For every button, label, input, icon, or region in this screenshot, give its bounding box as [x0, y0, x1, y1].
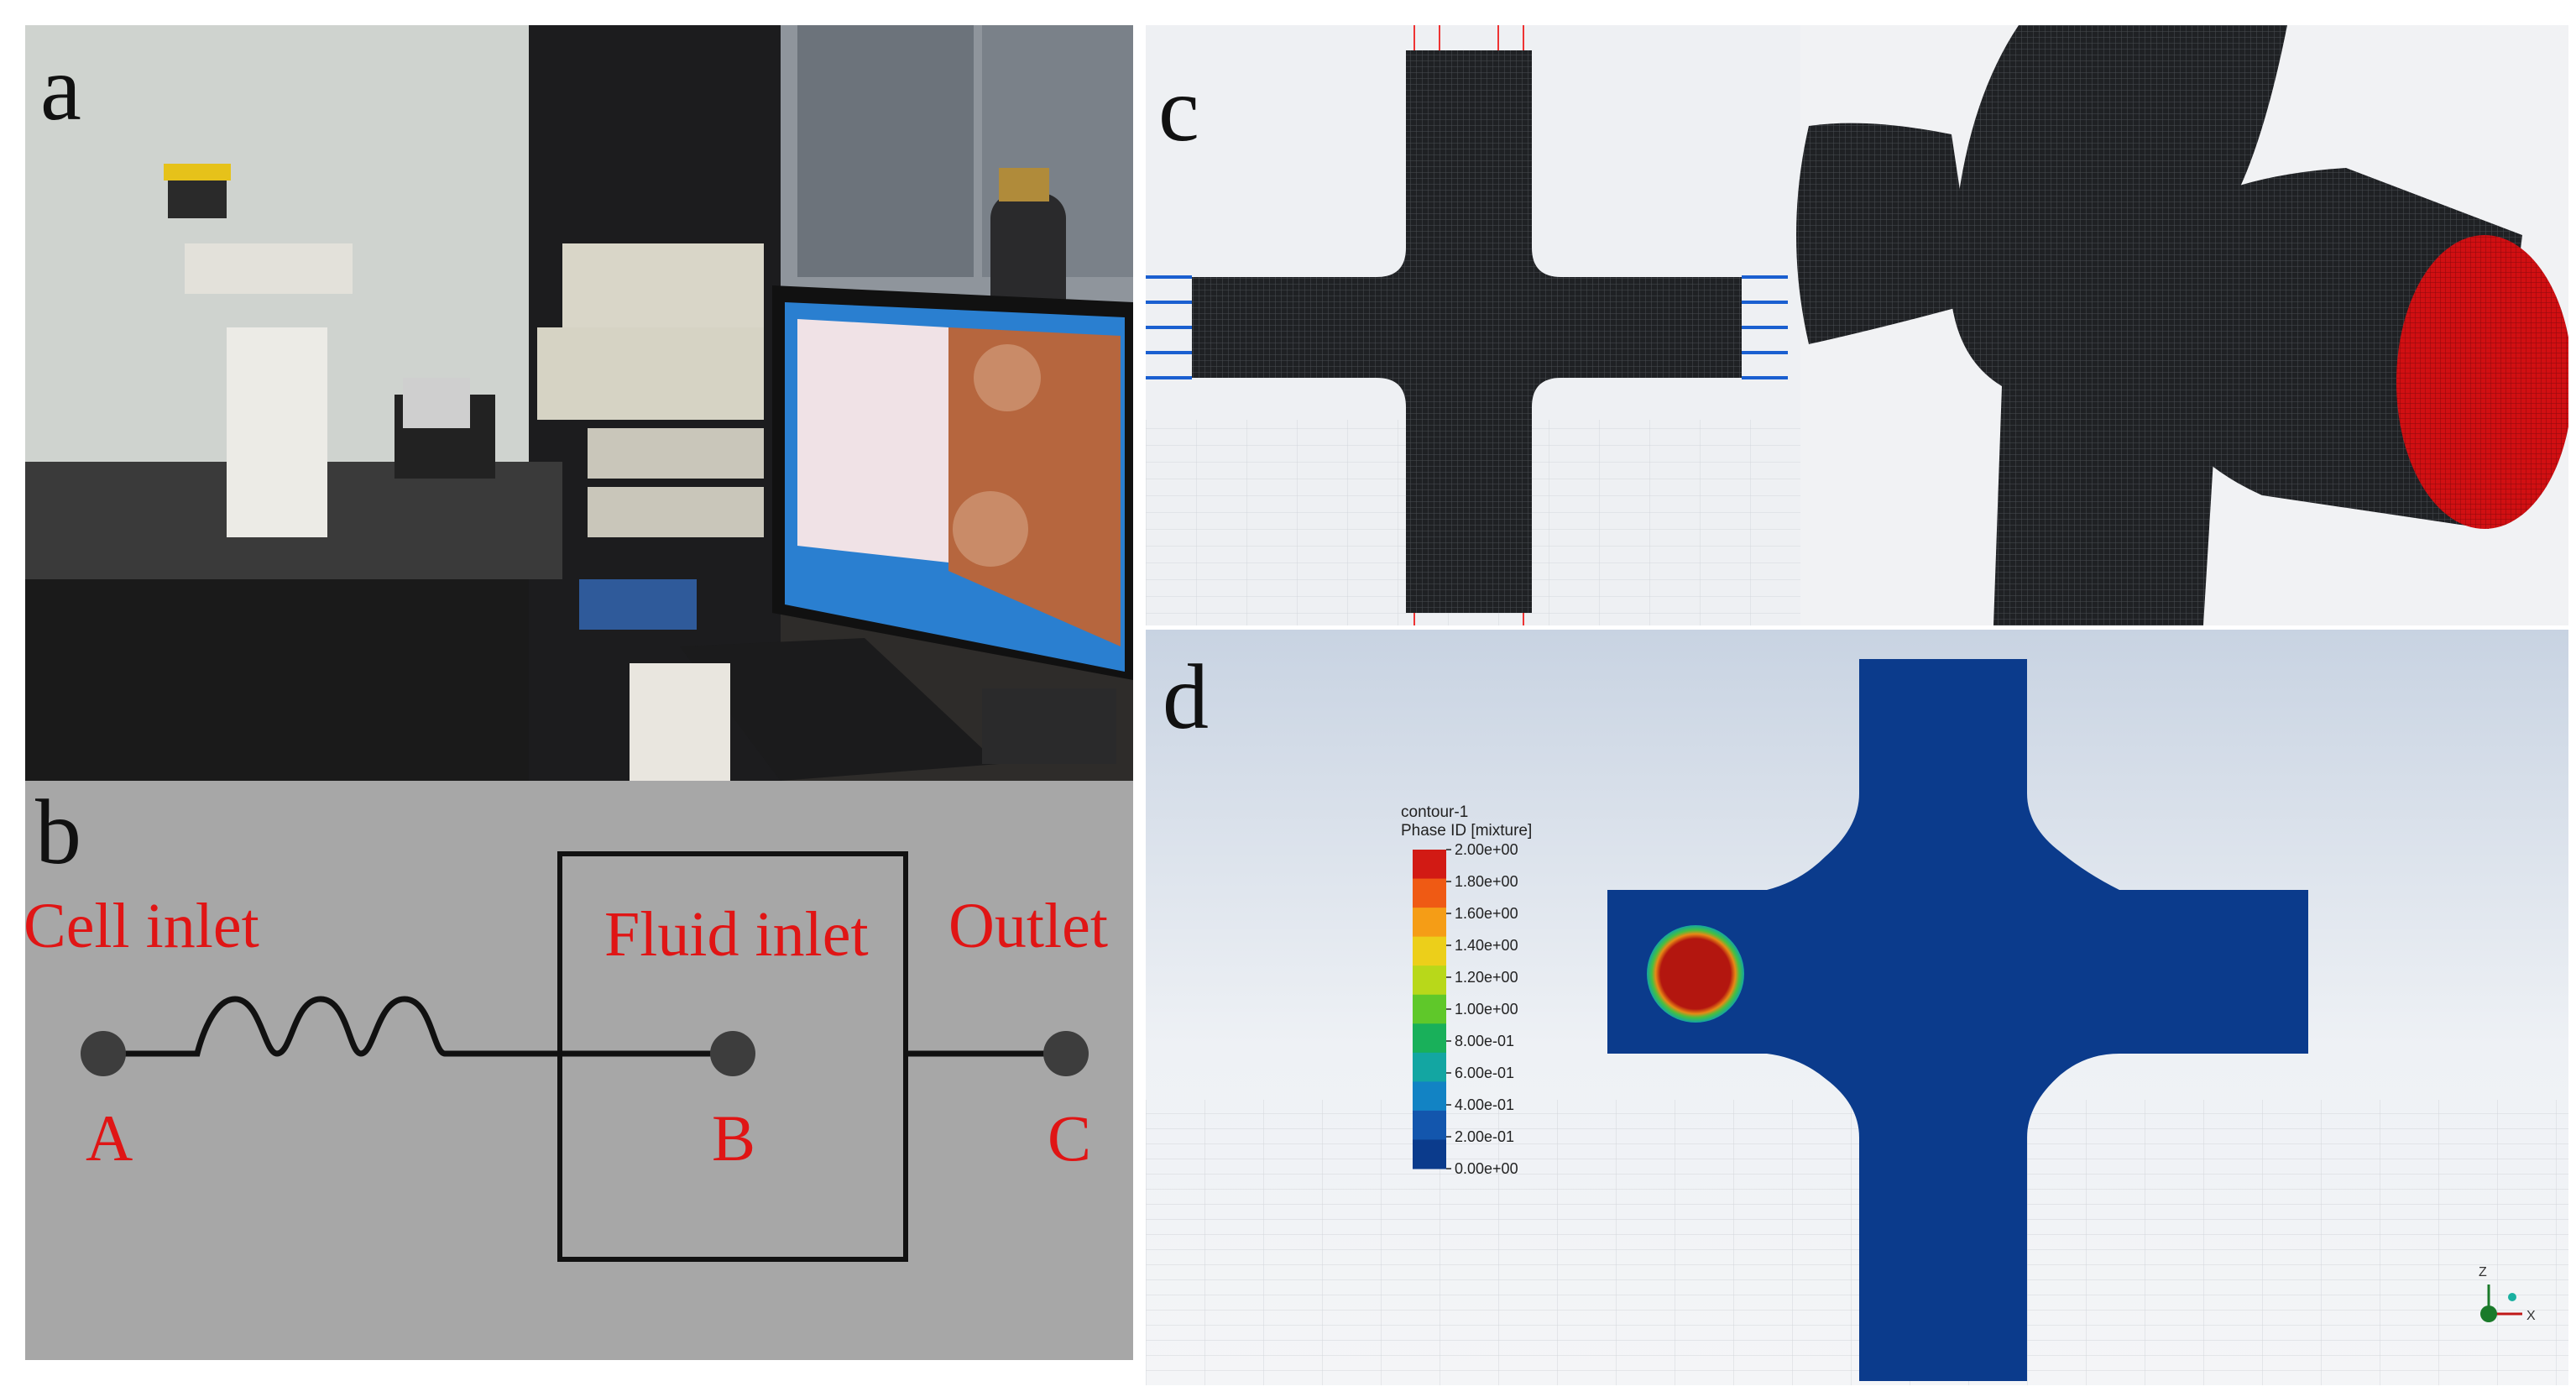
legend-color-step [1413, 1081, 1446, 1112]
cross-channel-flow [1607, 659, 2308, 1381]
rack-unit-2 [537, 327, 764, 420]
floor-grid [1146, 1100, 2568, 1385]
keyboard [680, 638, 999, 781]
panel-c-label: c [1158, 58, 1199, 160]
outlet-label: Outlet [948, 891, 1108, 961]
legend-tick-labels: 2.00e+00 1.80e+00 1.60e+00 1.40e+00 1.20e+00… [1446, 841, 1518, 1177]
pump-light [403, 378, 470, 428]
camera-top [164, 164, 231, 181]
perspective-mesh-left-arm [1796, 123, 1977, 344]
fluid-inlet-label: Fluid inlet [604, 899, 869, 970]
panel-b-schematic: Cell inlet Fluid inlet Outlet A B C b [25, 781, 1133, 1360]
outlet-markers [1413, 25, 1524, 625]
legend-color-step [1413, 1023, 1446, 1054]
legend-color-step [1413, 908, 1446, 938]
lab-setup-illustration [25, 25, 1133, 781]
legend-tick-label: 1.40e+00 [1455, 937, 1518, 954]
legend-color-step [1413, 878, 1446, 908]
legend-tick-label: 1.80e+00 [1455, 873, 1518, 890]
cabinet-doors [797, 25, 974, 277]
inlet-arrows-left [1146, 275, 1192, 379]
point-b-label: B [712, 1101, 755, 1175]
legend-tick-label: 1.20e+00 [1455, 969, 1518, 986]
panel-c-mesh: c [1146, 25, 2568, 625]
point-a-label: A [86, 1101, 133, 1175]
legend-tick-label: 1.60e+00 [1455, 905, 1518, 922]
node-c [1043, 1031, 1089, 1076]
axis-z-label: Z [2479, 1265, 2487, 1279]
legend-title-2: Phase ID [mixture] [1401, 822, 1532, 840]
panel-b-label: b [35, 781, 81, 883]
channel-line [105, 996, 732, 1057]
rack-unit-1 [562, 243, 764, 327]
table-underside [25, 579, 529, 781]
pc-tower [630, 663, 730, 781]
axis-triad: Z X [2479, 1265, 2536, 1323]
screen-software-window [797, 319, 948, 562]
legend-color-step [1413, 1110, 1446, 1140]
node-a [81, 1031, 126, 1076]
inlet-arrows-right [1742, 275, 1788, 379]
legend-title-1: contour-1 [1401, 803, 1468, 821]
panel-d-contour: Z X contour-1 Phase ID [mixture] 2.00e+0… [1146, 630, 2568, 1385]
legend-color-step [1413, 850, 1446, 880]
channel-schematic: Cell inlet Fluid inlet Outlet A B C [25, 851, 1108, 1262]
cross-channel-mesh [1192, 50, 1742, 613]
legend-tick-label: 1.00e+00 [1455, 1001, 1518, 1018]
cell-inlet-label: Cell inlet [25, 891, 259, 961]
microscope-body [227, 327, 327, 537]
controller-box [579, 579, 697, 630]
legend-color-step [1413, 1052, 1446, 1082]
node-b [710, 1031, 755, 1076]
rack-unit-4 [588, 487, 764, 537]
mesh-renders [1146, 25, 2568, 625]
gas-regulator [999, 168, 1049, 201]
perspective-mesh-vertical [1952, 25, 2287, 625]
legend-tick-label: 4.00e-01 [1455, 1096, 1514, 1113]
outlet-face-red [2396, 235, 2568, 529]
laptop [982, 688, 1116, 764]
screen-droplet-1 [974, 344, 1041, 411]
legend-tick-label: 6.00e-01 [1455, 1065, 1514, 1081]
legend-tick-label: 2.00e-01 [1455, 1128, 1514, 1145]
panel-d-label: d [1163, 646, 1209, 748]
contour-render: Z X contour-1 Phase ID [mixture] 2.00e+0… [1146, 659, 2568, 1385]
rack-unit-3 [588, 428, 764, 479]
gas-cylinder [990, 193, 1066, 327]
legend-tick-label: 8.00e-01 [1455, 1033, 1514, 1049]
legend-color-step [1413, 1139, 1446, 1169]
legend-colorbar [1413, 850, 1446, 1169]
legend-tick-label: 0.00e+00 [1455, 1160, 1518, 1177]
cell-droplet [1647, 925, 1744, 1023]
screen-droplet-2 [953, 491, 1028, 567]
panel-a-lab-photo: a [25, 25, 1133, 781]
legend-tick-label: 2.00e+00 [1455, 841, 1518, 858]
axis-x-label: X [2526, 1309, 2536, 1323]
legend-color-step [1413, 965, 1446, 996]
panel-a-label: a [40, 37, 81, 139]
legend-color-step [1413, 994, 1446, 1024]
phase-legend: contour-1 Phase ID [mixture] 2.00e+00 1.8… [1401, 803, 1532, 1177]
point-c-label: C [1048, 1101, 1091, 1175]
legend-color-step [1413, 936, 1446, 966]
microscope-arm [185, 243, 353, 294]
